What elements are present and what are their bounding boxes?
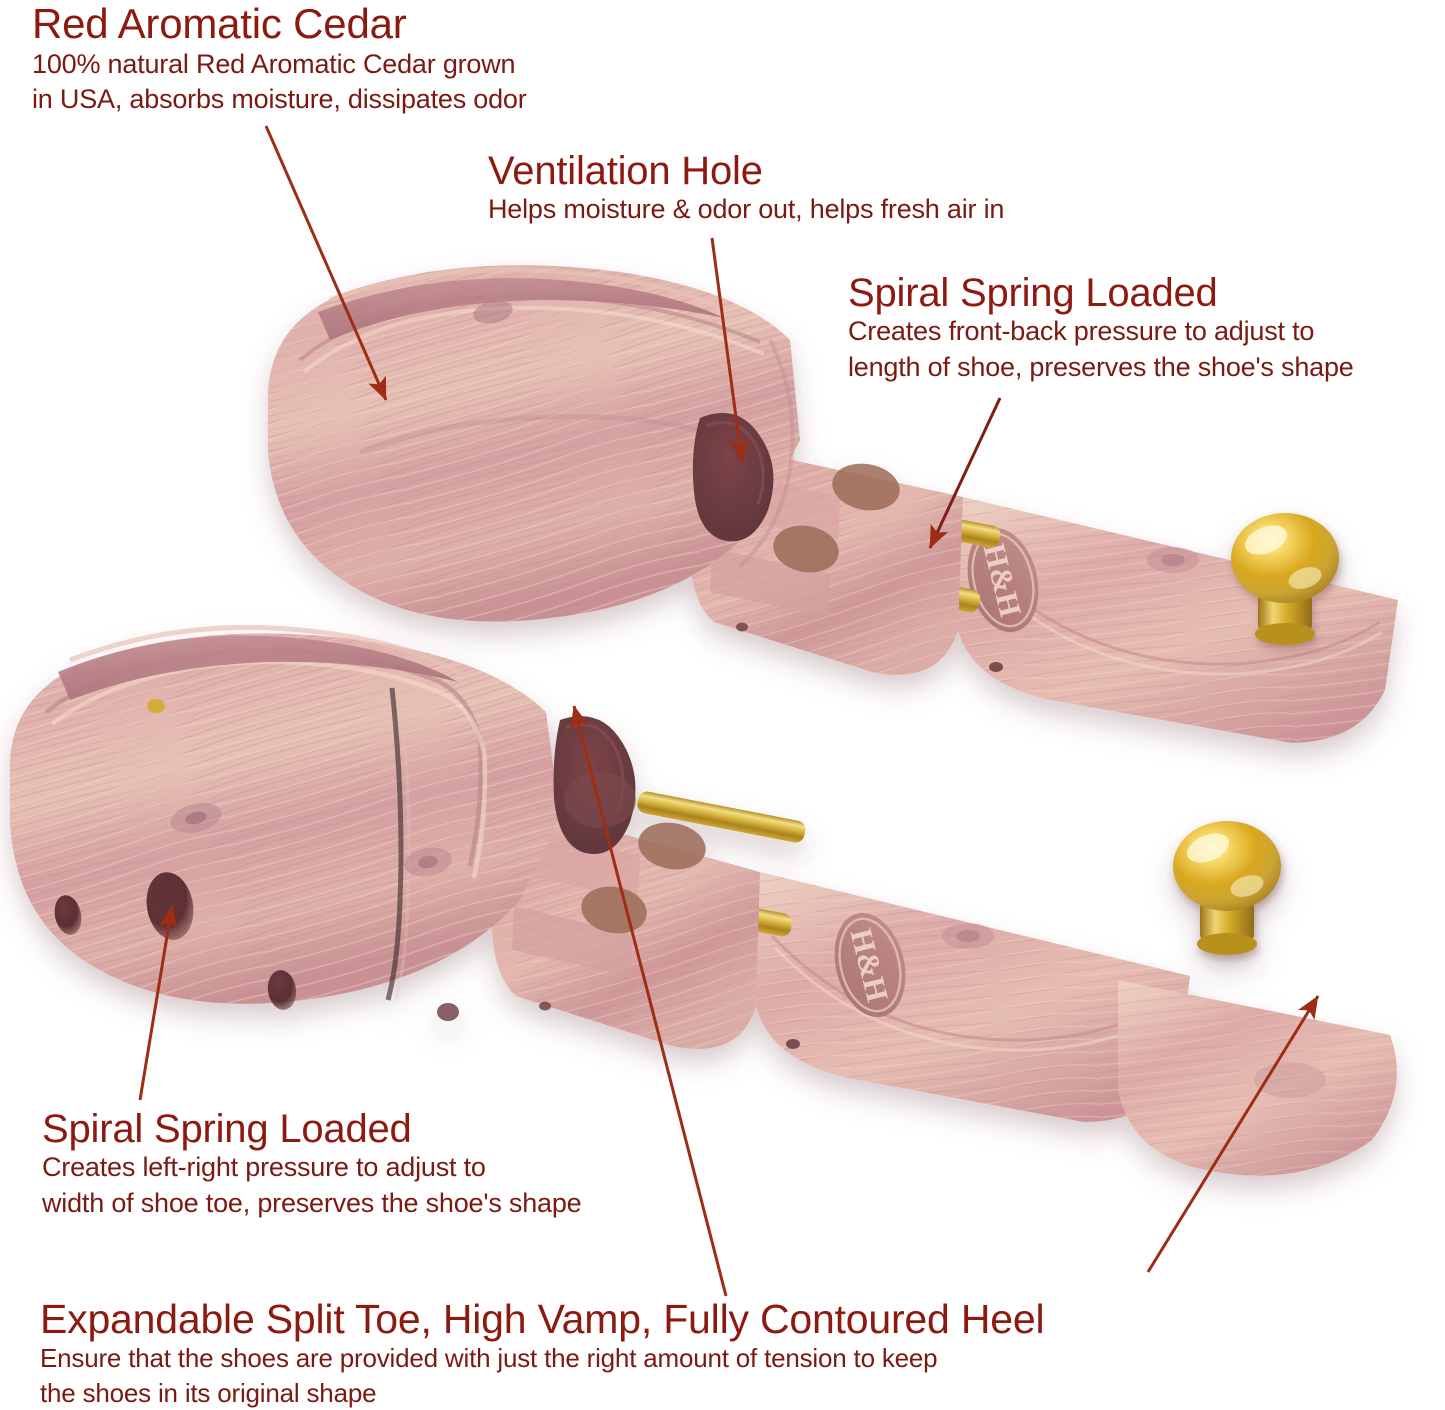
brand-logo-upper: H&H [967, 527, 1039, 633]
ventilation-hole-small-1 [54, 895, 82, 935]
heel-block-upper [958, 497, 1398, 743]
gold-knob-upper [1231, 513, 1339, 645]
callout-line: width of shoe toe, preserves the shoe's … [42, 1188, 582, 1219]
toe-body-upper [268, 265, 800, 622]
callout-line: Creates front-back pressure to adjust to [848, 316, 1315, 347]
callout-ventilation-hole: Ventilation Hole Helps moisture & odor o… [488, 150, 1004, 228]
ventilation-hole-small-2 [267, 970, 297, 1010]
callout-spiral-spring-front-back: Spiral Spring Loaded Creates front-back … [848, 272, 1354, 386]
callout-line: Helps moisture & odor out, helps fresh a… [488, 194, 1005, 225]
brand-logo-lower: H&H [834, 912, 906, 1018]
brass-pin-lower [147, 699, 165, 713]
pin-hole-lower [437, 1003, 459, 1021]
callout-red-aromatic-cedar: Red Aromatic Cedar 100% natural Red Arom… [32, 0, 527, 118]
callout-line: length of shoe, preserves the shoe's sha… [848, 352, 1354, 383]
callout-line: the shoes in its original shape [40, 1378, 377, 1409]
callout-line: Ensure that the shoes are provided with … [40, 1343, 938, 1374]
heel-tail-lower [1118, 980, 1397, 1176]
callout-title: Expandable Split Toe, High Vamp, Fully C… [40, 1296, 1045, 1342]
ventilation-hole-lower [553, 716, 636, 854]
callout-line: Creates left-right pressure to adjust to [42, 1152, 486, 1183]
callout-title: Spiral Spring Loaded [848, 271, 1218, 315]
callout-title: Ventilation Hole [488, 149, 763, 193]
callout-expandable-split-toe: Expandable Split Toe, High Vamp, Fully C… [40, 1296, 1045, 1410]
shoe-tree-upper: H&H [268, 265, 1398, 743]
toe-body-lower [10, 624, 560, 1021]
callout-line: 100% natural Red Aromatic Cedar grown [32, 48, 516, 79]
callout-line: in USA, absorbs moisture, dissipates odo… [32, 84, 527, 115]
gold-knob-lower [1173, 821, 1281, 955]
callout-spiral-spring-left-right: Spiral Spring Loaded Creates left-right … [42, 1108, 582, 1222]
callout-title: Red Aromatic Cedar [32, 0, 407, 47]
callout-title: Spiral Spring Loaded [42, 1107, 412, 1151]
